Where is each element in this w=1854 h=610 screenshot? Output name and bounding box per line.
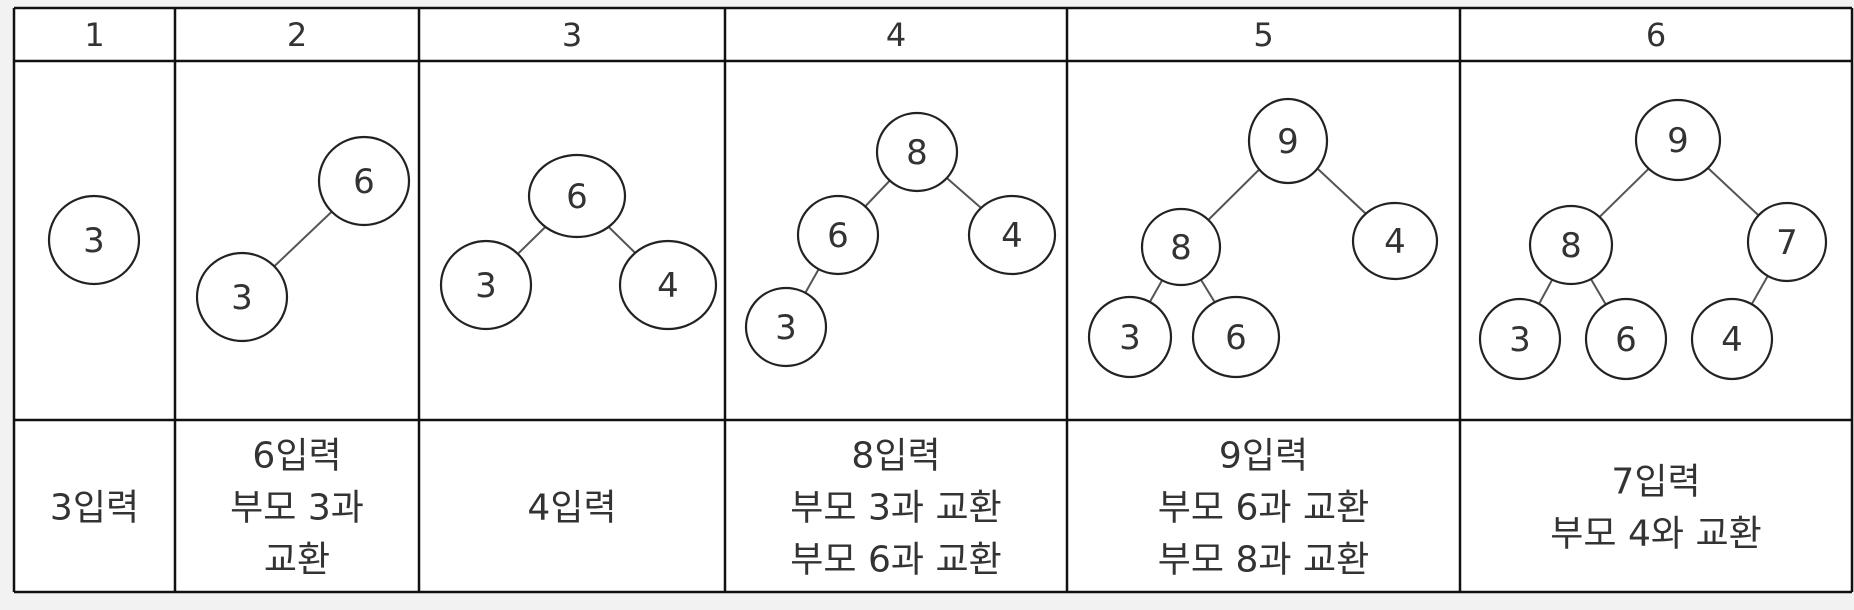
heap-node-value: 8 bbox=[1560, 226, 1582, 266]
heap-node-circle bbox=[1247, 97, 1329, 185]
heap-node: 7 bbox=[1746, 201, 1828, 283]
heap-node-circle bbox=[1087, 295, 1173, 379]
heap-node-value: 6 bbox=[353, 162, 375, 202]
step-caption-line: 3입력 bbox=[50, 488, 139, 529]
heap-node-value: 4 bbox=[1001, 216, 1023, 256]
heap-node: 4 bbox=[618, 239, 718, 331]
heap-node-value: 3 bbox=[1119, 318, 1141, 358]
heap-node-circle bbox=[527, 153, 627, 239]
heap-node-circle bbox=[47, 194, 141, 286]
heap-node-value: 4 bbox=[657, 266, 679, 306]
heap-node-value: 3 bbox=[475, 266, 497, 306]
step-caption-line: 부모 3과 교환 bbox=[790, 488, 1001, 529]
heap-node-value: 6 bbox=[1225, 318, 1247, 358]
step-number: 6 bbox=[1646, 16, 1666, 54]
step-number-row: 1 2 3 4 5 6 bbox=[84, 16, 1666, 54]
heap-node-circle bbox=[796, 194, 880, 276]
heap-node-value: 3 bbox=[83, 221, 105, 261]
step-number: 2 bbox=[287, 16, 307, 54]
heap-node-value: 8 bbox=[1170, 228, 1192, 268]
heap-node-circle bbox=[1584, 297, 1668, 381]
heap-node: 6 bbox=[1191, 295, 1281, 379]
heap-node: 6 bbox=[796, 194, 880, 276]
heap-node: 3 bbox=[744, 286, 828, 368]
heap-node-circle bbox=[317, 135, 411, 227]
heap-node-circle bbox=[1140, 207, 1222, 287]
heap-node-value: 9 bbox=[1667, 121, 1689, 161]
heap-node-circle bbox=[967, 194, 1057, 276]
table-background bbox=[14, 8, 1852, 592]
heap-node: 6 bbox=[1584, 297, 1668, 381]
heap-node-circle bbox=[875, 111, 959, 193]
heap-node: 4 bbox=[1690, 297, 1774, 381]
heap-node: 9 bbox=[1247, 97, 1329, 185]
heap-tree-step-5: 9 8 4 3 6 bbox=[1087, 97, 1439, 379]
heap-tree-step-2: 63 bbox=[195, 135, 411, 343]
heap-node: 3 bbox=[195, 251, 289, 343]
heap-node: 6 bbox=[317, 135, 411, 227]
step-number: 1 bbox=[84, 16, 104, 54]
step-number: 4 bbox=[886, 16, 906, 54]
heap-node-value: 6 bbox=[827, 216, 849, 256]
heap-node: 3 bbox=[47, 194, 141, 286]
heap-node: 6 bbox=[527, 153, 627, 239]
heap-tree-step-4: 8 6 4 3 bbox=[744, 111, 1057, 368]
heap-node-circle bbox=[1634, 98, 1722, 182]
heap-node-value: 9 bbox=[1277, 122, 1299, 162]
step-caption-line: 부모 8과 교환 bbox=[1158, 540, 1369, 581]
heap-tree-step-3: 6 3 4 bbox=[439, 153, 718, 331]
heap-node-value: 7 bbox=[1776, 223, 1798, 263]
step-caption-line: 8입력 bbox=[851, 436, 940, 477]
step-caption-line: 부모 4와 교환 bbox=[1550, 514, 1761, 555]
heap-node-circle bbox=[439, 239, 533, 331]
heap-node: 4 bbox=[967, 194, 1057, 276]
heap-node-circle bbox=[1690, 297, 1774, 381]
heap-node-circle bbox=[1478, 297, 1562, 381]
heap-node: 8 bbox=[1140, 207, 1222, 287]
heap-node-circle bbox=[1528, 204, 1614, 286]
heap-node-circle bbox=[195, 251, 289, 343]
heap-node: 3 bbox=[1478, 297, 1562, 381]
step-caption-line: 부모 6과 교환 bbox=[790, 540, 1001, 581]
heap-node-value: 4 bbox=[1384, 222, 1406, 262]
heap-node-value: 3 bbox=[231, 278, 253, 318]
table-grid bbox=[12, 6, 1854, 594]
step-number: 3 bbox=[562, 16, 582, 54]
step-caption-line: 4입력 bbox=[527, 488, 616, 529]
heap-node: 3 bbox=[439, 239, 533, 331]
step-caption-line: 부모 3과 bbox=[230, 488, 364, 529]
step-number: 5 bbox=[1253, 16, 1273, 54]
heap-tree-step-1: 3 bbox=[47, 194, 141, 286]
step-caption-line: 9입력 bbox=[1219, 436, 1308, 477]
step-caption-line: 7입력 bbox=[1611, 462, 1700, 503]
heap-node: 8 bbox=[1528, 204, 1614, 286]
step-caption-line: 6입력 bbox=[252, 436, 341, 477]
heap-node: 3 bbox=[1087, 295, 1173, 379]
heap-node-circle bbox=[1351, 201, 1439, 281]
step-caption-line: 부모 6과 교환 bbox=[1158, 488, 1369, 529]
heap-node-value: 6 bbox=[566, 177, 588, 217]
heap-node-circle bbox=[744, 286, 828, 368]
heap-node-value: 6 bbox=[1615, 320, 1637, 360]
heap-node-value: 8 bbox=[906, 133, 928, 173]
heap-node-circle bbox=[618, 239, 718, 331]
heap-node: 4 bbox=[1351, 201, 1439, 281]
heap-node-value: 3 bbox=[775, 308, 797, 348]
heap-node: 9 bbox=[1634, 98, 1722, 182]
heap-node-circle bbox=[1746, 201, 1828, 283]
heap-node-value: 3 bbox=[1509, 320, 1531, 360]
heap-tree-step-6: 9 8 7 3 6 4 bbox=[1478, 98, 1828, 381]
heap-node: 8 bbox=[875, 111, 959, 193]
heap-node-circle bbox=[1191, 295, 1281, 379]
step-caption-line: 교환 bbox=[264, 540, 330, 581]
heap-node-value: 4 bbox=[1721, 320, 1743, 360]
